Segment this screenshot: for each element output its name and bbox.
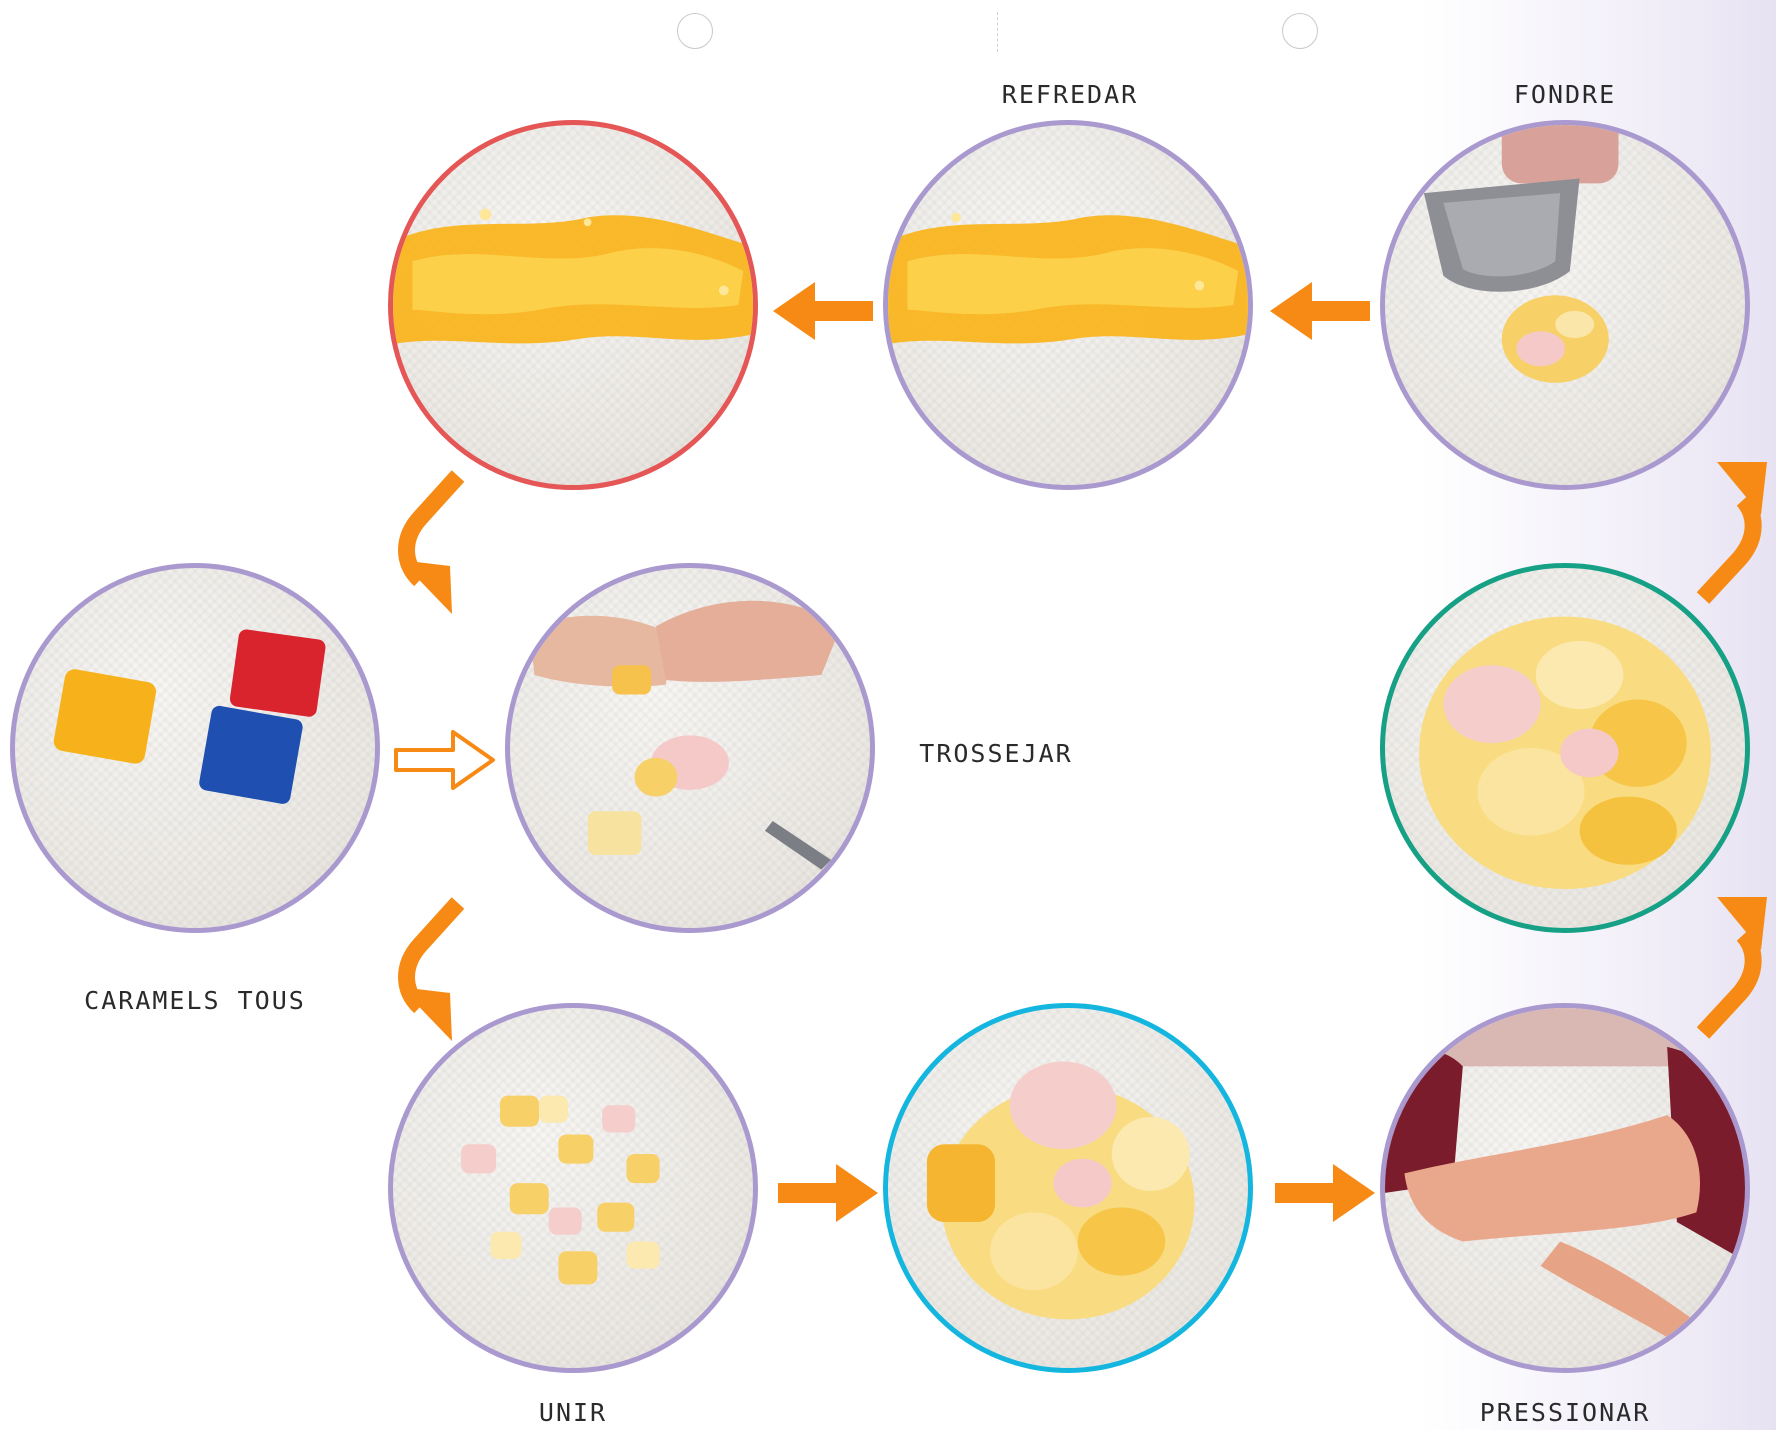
label-trossejar: TROSSEJAR — [919, 739, 1072, 768]
arrow-right-icon — [778, 1162, 878, 1224]
label-unir: UNIR — [539, 1398, 607, 1427]
arrow-left-icon — [1270, 280, 1370, 342]
photo-joined-result — [883, 1003, 1253, 1373]
label-refredar: REFREDAR — [1002, 80, 1138, 109]
curved-arrow-down-icon — [380, 468, 470, 618]
photo-unir — [388, 1003, 758, 1373]
photo-pressed-result — [1380, 563, 1750, 933]
photo-pressionar — [1380, 1003, 1750, 1373]
label-pressionar: PRESSIONAR — [1480, 1398, 1651, 1427]
photo-caramels-tous — [10, 563, 380, 933]
label-fondre: FONDRE — [1514, 80, 1616, 109]
label-caramels-tous: CARAMELS TOUS — [84, 986, 306, 1015]
curved-arrow-down-icon — [380, 895, 470, 1045]
arrow-right-icon — [1275, 1162, 1375, 1224]
fold-line — [997, 12, 998, 52]
photo-fondre — [1380, 120, 1750, 490]
arrow-right-outline-icon — [393, 728, 498, 792]
photo-trossejar — [505, 563, 875, 933]
photo-melted-caramel-result — [388, 120, 758, 490]
curved-arrow-up-icon — [1695, 460, 1776, 605]
binder-hole-left — [677, 13, 713, 49]
binder-hole-right — [1282, 13, 1318, 49]
arrow-left-icon — [773, 280, 873, 342]
curved-arrow-up-icon — [1695, 895, 1776, 1040]
photo-refredar — [883, 120, 1253, 490]
